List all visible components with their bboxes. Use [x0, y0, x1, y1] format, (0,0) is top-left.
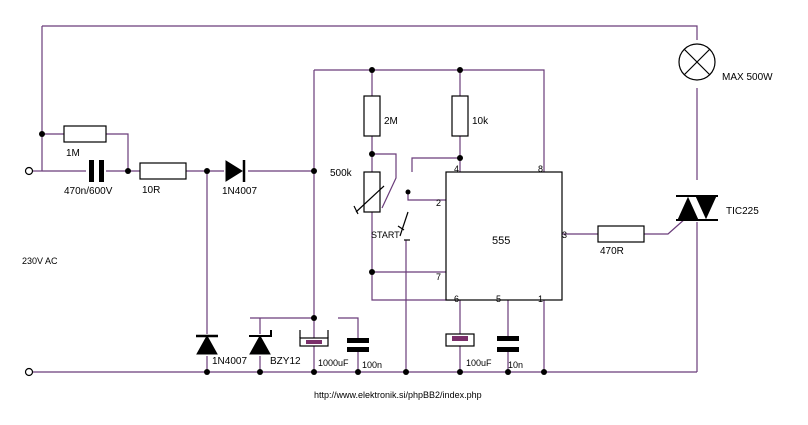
start-switch-label: START: [371, 230, 400, 240]
pin-1-label: 1: [538, 294, 543, 304]
capacitor-10n: [497, 336, 519, 352]
resistor-10k: [451, 95, 469, 137]
potentiometer-500k: [353, 171, 385, 215]
triac-symbol: [676, 195, 718, 221]
diode-series: [225, 160, 246, 182]
triac-label: TIC225: [726, 206, 759, 217]
pin-2-label: 2: [436, 198, 441, 208]
resistor-1m: [63, 125, 107, 143]
diode-shunt: [196, 334, 218, 355]
capacitor-10n-label: 10n: [508, 360, 523, 370]
ic-555-label: 555: [492, 235, 510, 247]
capacitor-100n: [347, 338, 369, 352]
resistor-470r-label: 470R: [600, 246, 624, 257]
potentiometer-500k-label: 500k: [330, 168, 353, 179]
ic-555: [445, 171, 563, 301]
resistor-10r: [139, 162, 187, 180]
source-url: http://www.elektronik.si/phpBB2/index.ph…: [314, 390, 482, 400]
capacitor-100uf-label: 100uF: [466, 358, 492, 368]
capacitor-1000uf: [299, 330, 329, 347]
supply-label: 230V AC: [22, 256, 58, 266]
input-terminal-bottom: [24, 367, 34, 377]
lamp-symbol: [678, 43, 716, 81]
resistor-10k-label: 10k: [472, 116, 489, 127]
resistor-10r-label: 10R: [142, 185, 160, 196]
resistor-2m: [363, 95, 381, 137]
capacitor-1000uf-label: 1000uF: [318, 358, 349, 368]
input-terminal-top: [24, 166, 34, 176]
diode-series-label: 1N4007: [222, 186, 257, 197]
pin-8-label: 8: [538, 164, 543, 174]
pin-7-label: 7: [436, 272, 441, 282]
pin-3-label: 3: [562, 230, 567, 240]
diode-shunt-label: 1N4007: [212, 356, 247, 367]
resistor-470r: [597, 225, 645, 243]
zener-diode: [249, 330, 272, 355]
capacitor-470n-label: 470n/600V: [64, 186, 113, 197]
pin-4-label: 4: [454, 164, 459, 174]
capacitor-470n: [89, 160, 104, 182]
zener-label: BZY12: [270, 356, 301, 367]
pin-6-label: 6: [454, 294, 459, 304]
wires: [30, 25, 698, 373]
lamp-label: MAX 500W: [722, 72, 773, 83]
pin-5-label: 5: [496, 294, 501, 304]
capacitor-100uf: [445, 333, 475, 347]
resistor-1m-label: 1M: [66, 148, 80, 159]
resistor-2m-label: 2M: [384, 116, 398, 127]
capacitor-100n-label: 100n: [362, 360, 382, 370]
junction-dots: [39, 67, 547, 375]
start-switch: [397, 211, 410, 241]
